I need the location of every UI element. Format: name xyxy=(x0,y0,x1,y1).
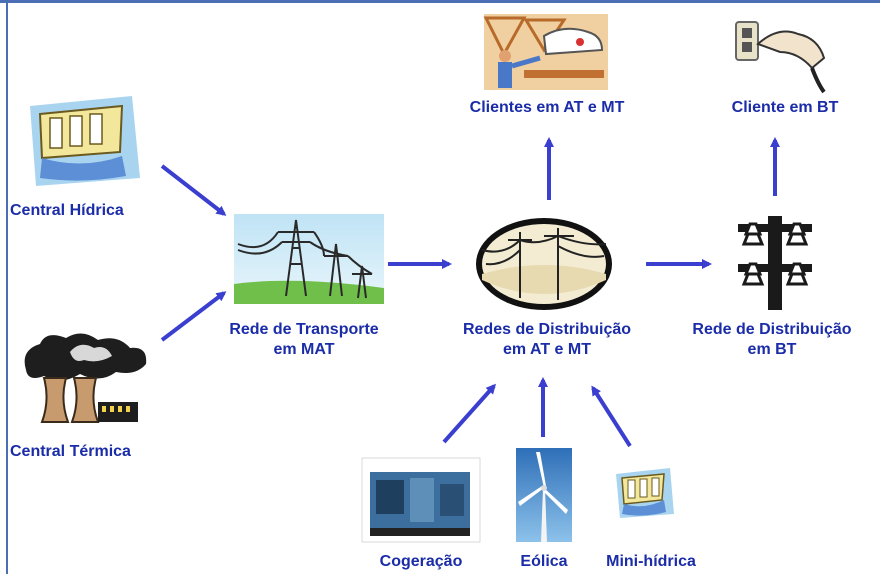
transmission-towers-icon xyxy=(234,214,384,304)
label-mini-hidrica: Mini-hídrica xyxy=(606,553,696,570)
frame-border-left xyxy=(6,0,8,574)
thermal-plant-icon xyxy=(24,333,147,423)
label-central-termica: Central Térmica xyxy=(10,443,131,460)
label-cogeracao: Cogeração xyxy=(379,553,463,570)
flow-arrows xyxy=(160,137,780,448)
label-rede-distribuicao-bt-line1: Rede de Distribuição xyxy=(692,321,852,338)
label-rede-distribuicao-bt: Rede de Distribuição em BT xyxy=(670,320,874,360)
mini-hydro-icon xyxy=(616,468,674,518)
label-redes-distribuicao: Redes de Distribuição em AT e MT xyxy=(440,320,654,360)
label-eolica: Eólica xyxy=(520,553,568,570)
label-rede-transporte: Rede de Transporte em MAT xyxy=(206,320,402,360)
hydro-dam-icon xyxy=(30,96,140,186)
cogeneration-unit-icon xyxy=(361,457,481,543)
arrow-cogeracao-to-distribuicao xyxy=(442,383,496,444)
label-redes-distribuicao-line2: em AT e MT xyxy=(502,341,591,358)
industrial-worker-icon xyxy=(483,14,608,90)
wall-socket-plug-icon xyxy=(735,21,826,94)
label-central-hidrica: Central Hídrica xyxy=(10,202,124,219)
label-rede-transporte-line2: em MAT xyxy=(273,341,335,358)
label-cliente-bt: Cliente em BT xyxy=(731,99,839,116)
distribution-lines-icon xyxy=(476,218,612,310)
label-redes-distribuicao-line1: Redes de Distribuição xyxy=(462,321,632,338)
frame-border-top xyxy=(0,0,880,3)
arrow-hidrica-to-transporte xyxy=(160,164,227,216)
label-rede-distribuicao-bt-line2: em BT xyxy=(747,341,797,358)
insulator-pole-icon xyxy=(738,216,812,310)
arrow-minihidrica-to-distribuicao xyxy=(591,385,632,448)
label-rede-transporte-line1: Rede de Transporte xyxy=(229,321,379,338)
label-clientes-at-mt: Clientes em AT e MT xyxy=(469,99,625,116)
arrow-termica-to-transporte xyxy=(160,291,227,342)
wind-turbine-icon xyxy=(516,448,572,542)
